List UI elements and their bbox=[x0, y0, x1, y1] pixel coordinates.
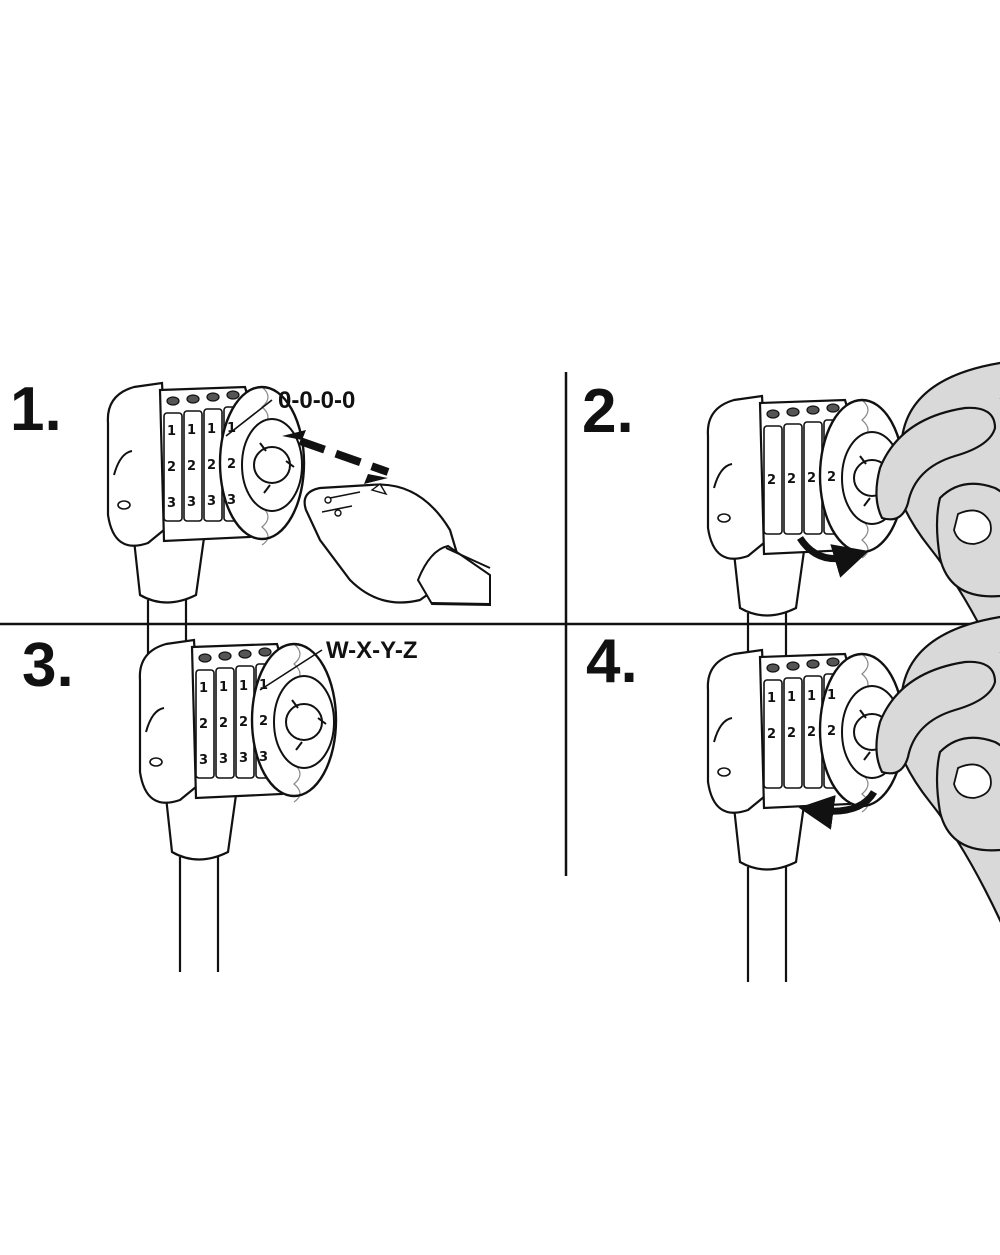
svg-text:2: 2 bbox=[219, 716, 228, 731]
svg-text:1: 1 bbox=[219, 680, 228, 695]
step-4-number: 4. bbox=[586, 627, 638, 696]
svg-text:2: 2 bbox=[187, 459, 196, 474]
svg-text:2: 2 bbox=[259, 714, 268, 729]
svg-text:2: 2 bbox=[207, 458, 216, 473]
svg-text:3: 3 bbox=[227, 493, 236, 508]
insert-arrow bbox=[282, 430, 390, 484]
svg-text:2: 2 bbox=[807, 471, 816, 486]
svg-text:2: 2 bbox=[827, 724, 836, 739]
panel-step-4: 4. 1 1 1 1 2 2 2 2 bbox=[586, 610, 1000, 984]
callout-leader bbox=[225, 399, 273, 437]
new-code-label: W-X-Y-Z bbox=[326, 637, 418, 664]
svg-text:1: 1 bbox=[239, 679, 248, 694]
svg-text:3: 3 bbox=[219, 752, 228, 767]
svg-text:2: 2 bbox=[199, 717, 208, 732]
rotate-clockwise-arrow bbox=[797, 535, 869, 578]
svg-text:2: 2 bbox=[787, 726, 796, 741]
svg-text:2: 2 bbox=[787, 472, 796, 487]
cable-plug bbox=[303, 482, 491, 607]
step-3-number: 3. bbox=[22, 631, 74, 700]
svg-text:2: 2 bbox=[767, 727, 776, 742]
callout-leader bbox=[259, 649, 323, 691]
lock-illustration: 1 1 1 1 2 2 2 2 3 3 3 3 bbox=[138, 638, 338, 974]
svg-text:3: 3 bbox=[207, 494, 216, 509]
svg-text:1: 1 bbox=[187, 423, 196, 438]
panel-step-3: 3. 1 1 1 1 2 2 2 2 3 3 3 3 W-X-Y-Z bbox=[22, 631, 418, 974]
svg-text:1: 1 bbox=[767, 691, 776, 706]
lock-illustration: 1 1 1 1 2 2 2 2 3 3 3 3 bbox=[106, 381, 306, 717]
step-2-number: 2. bbox=[582, 377, 634, 446]
svg-text:1: 1 bbox=[787, 690, 796, 705]
svg-text:3: 3 bbox=[167, 496, 176, 511]
svg-text:2: 2 bbox=[239, 715, 248, 730]
panel-step-2: 2. 2 2 2 2 bbox=[582, 356, 1000, 730]
svg-text:2: 2 bbox=[227, 457, 236, 472]
svg-text:2: 2 bbox=[827, 470, 836, 485]
svg-text:1: 1 bbox=[827, 688, 836, 703]
rotate-counterclockwise-arrow bbox=[798, 790, 878, 830]
svg-text:1: 1 bbox=[807, 689, 816, 704]
svg-text:2: 2 bbox=[807, 725, 816, 740]
svg-text:3: 3 bbox=[259, 750, 268, 765]
svg-text:3: 3 bbox=[199, 753, 208, 768]
svg-text:3: 3 bbox=[239, 751, 248, 766]
svg-text:3: 3 bbox=[187, 495, 196, 510]
lock-illustration: 2 2 2 2 bbox=[706, 356, 1000, 730]
svg-text:1: 1 bbox=[259, 678, 268, 693]
lock-illustration: 1 1 1 1 2 2 2 2 bbox=[706, 610, 1000, 984]
svg-text:1: 1 bbox=[167, 424, 176, 439]
panel-step-1: 1. 1 1 1 1 2 2 2 2 3 3 3 3 0-0-0-0 bbox=[10, 375, 491, 717]
svg-text:2: 2 bbox=[167, 460, 176, 475]
svg-text:2: 2 bbox=[767, 473, 776, 488]
svg-text:1: 1 bbox=[207, 422, 216, 437]
svg-text:1: 1 bbox=[199, 681, 208, 696]
svg-text:1: 1 bbox=[227, 421, 236, 436]
reset-code-label: 0-0-0-0 bbox=[278, 387, 355, 414]
step-1-number: 1. bbox=[10, 375, 62, 444]
